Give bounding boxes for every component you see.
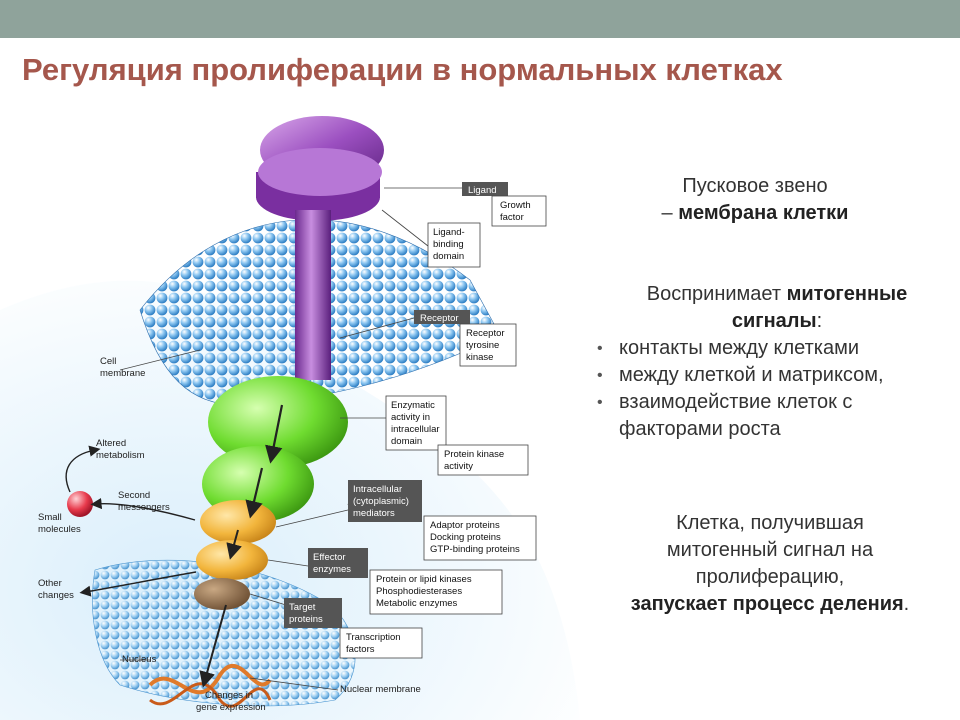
list-item: взаимодействие клеток с факторами роста — [585, 389, 955, 443]
ligand-label-box — [462, 182, 508, 196]
ligand-label: Ligand — [468, 185, 497, 196]
division-line-1: Клетка, получившая — [676, 512, 864, 534]
effector-box — [308, 548, 368, 578]
other-changes-label: Other changes — [38, 578, 74, 601]
adaptor-box — [423, 515, 537, 561]
adaptor-label: Adaptor proteins Docking proteins GTP-bi… — [430, 520, 520, 555]
gene-expression-label: Changes in gene expression — [196, 690, 266, 713]
ligand-binding-top — [258, 148, 382, 196]
transcription-box — [339, 627, 423, 659]
effector-label: Effector enzymes — [313, 552, 351, 575]
small-molecules-label: Small molecules — [38, 512, 81, 535]
transcription-label: Transcription factors — [346, 632, 403, 655]
dna-strand-2 — [149, 682, 272, 708]
dna-strand-1 — [148, 664, 272, 695]
arrow-other-changes — [79, 571, 197, 597]
mitogenic-signals-bold: митогенные сигналы — [731, 283, 908, 332]
growth-factor-label: Growth factor — [500, 200, 533, 223]
division-line-4: запускает процесс деления. — [630, 593, 910, 615]
division-block: Клетка, получившая митогенный сигнал на … — [585, 510, 955, 618]
leader-lines — [119, 187, 462, 691]
division-line-3: пролиферацию, — [695, 566, 845, 588]
list-item: контакты между клетками — [585, 335, 955, 362]
kinases-box — [369, 569, 503, 615]
division-bold: запускает процесс деления — [630, 593, 904, 615]
rtk-label: Receptor tyrosine kinase — [466, 328, 507, 363]
cell-membrane-label: Cell membrane — [100, 356, 145, 379]
enzymatic-box — [385, 395, 447, 451]
diagram-svg: Ligand Growth factor Ligand- binding dom… — [0, 116, 580, 720]
protein-kinase-label: Protein kinase activity — [444, 449, 507, 472]
receptor-label: Receptor — [420, 313, 459, 324]
growth-factor-box — [491, 195, 547, 227]
trigger-line-2: – мембрана клетки — [661, 202, 849, 224]
ligand-binding-label: Ligand- binding domain — [433, 227, 467, 262]
protein-kinase-box — [437, 444, 529, 476]
arrow-metabolism — [65, 445, 101, 493]
signal-list: контакты между клетками между клеткой и … — [585, 335, 955, 443]
trigger-line-1: Пусковое звено — [682, 175, 828, 197]
arrow-3 — [226, 529, 242, 560]
nucleus-label: Nucleus — [122, 654, 157, 665]
intracellular-box — [348, 480, 422, 522]
target-proteins-label: Target proteins — [289, 602, 323, 625]
perceives-heading: Воспринимает митогенные сигналы: — [646, 283, 908, 332]
adaptor-protein-shape — [200, 500, 276, 544]
nuclear-membrane-label: Nuclear membrane — [340, 684, 421, 695]
altered-metabolism-label: Altered metabolism — [96, 438, 145, 461]
small-molecule-ball — [67, 491, 93, 517]
arrow-second-messenger — [90, 497, 196, 521]
receptor-stem — [295, 210, 331, 380]
slide-title: Регуляция пролиферации в нормальных клет… — [22, 52, 783, 87]
division-line-2: митогенный сигнал на — [666, 539, 874, 561]
arrow-4 — [199, 604, 227, 688]
top-bar — [0, 0, 960, 38]
trigger-block: Пусковое звено – мембрана клетки — [585, 173, 925, 227]
kinases-label: Protein or lipid kinases Phosphodiestera… — [376, 574, 474, 609]
signal-transduction-diagram: Ligand Growth factor Ligand- binding dom… — [0, 100, 590, 720]
ligand-binding-box — [427, 222, 481, 268]
rtk-box — [459, 323, 517, 367]
receptor-label-box — [414, 310, 470, 324]
enzymatic-label: Enzymatic activity in intracellular doma… — [391, 400, 442, 447]
effector-enzyme-shape — [196, 540, 268, 580]
intracellular-label: Intracellular (cytoplasmic) mediators — [353, 484, 412, 519]
membrane-bold: мембрана клетки — [678, 202, 849, 224]
target-protein-shape — [194, 578, 250, 610]
arrow-1 — [265, 404, 284, 464]
list-item: между клеткой и матриксом, — [585, 362, 955, 389]
arrow-2 — [245, 467, 264, 519]
second-messengers-label: Second messengers — [118, 490, 170, 513]
target-proteins-box — [284, 598, 342, 628]
perceives-block: Воспринимает митогенные сигналы: контакт… — [585, 281, 955, 443]
